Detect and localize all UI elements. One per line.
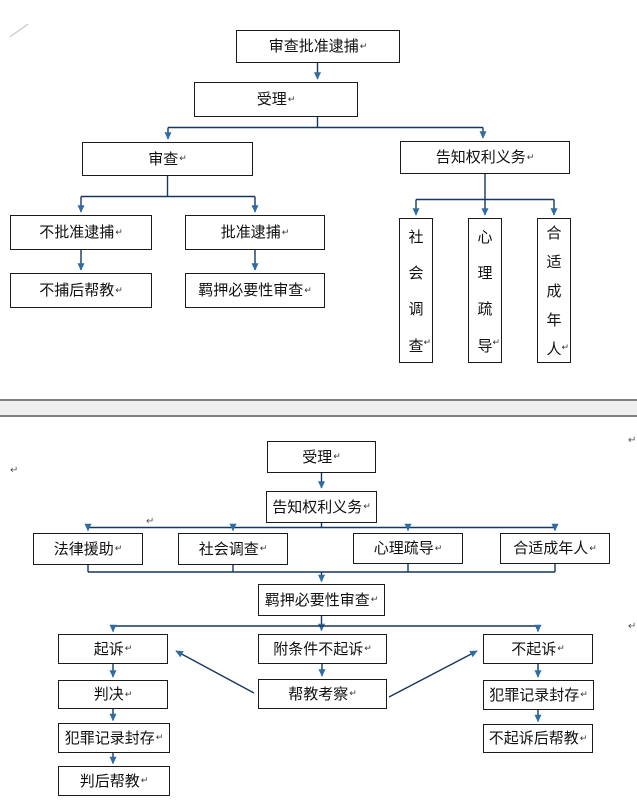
return-mark-icon: ↵ (287, 94, 296, 105)
flow2-node-education-inspection: 帮教考察↵ (258, 679, 387, 709)
page-separator (0, 399, 637, 417)
return-mark-icon: ↵ (124, 689, 133, 700)
node-label: 社 会 调 查 (408, 228, 424, 355)
flow2-node-non-prosecution: 不起诉↵ (483, 634, 593, 664)
flow2-node-legal-aid: 法律援助↵ (33, 533, 143, 565)
node-label: 告知权利义务 (435, 148, 526, 167)
flow2-node-post-judgment-education: 判后帮教↵ (58, 766, 170, 796)
return-mark-icon: ↵ (359, 41, 368, 52)
node-label: 合适成年人 (513, 539, 589, 558)
node-label: 不捕后帮教 (39, 281, 115, 300)
return-mark-icon: ↵ (492, 338, 500, 349)
return-mark-icon: ↵ (589, 543, 597, 554)
node-label: 心理疏导 (373, 539, 434, 558)
flow2-node-inform-rights: 告知权利义务↵ (266, 491, 377, 523)
flow1-node-no-arrest-approval: 不批准逮捕↵ (10, 215, 152, 250)
return-mark-icon: ↵ (363, 502, 371, 513)
flow2-node-criminal-record-sealing-right: 犯罪记录封存↵ (483, 680, 594, 710)
flow2-node-conditional-non-prosecution: 附条件不起诉↵ (258, 634, 387, 664)
flow1-node-appropriate-adult: 合 适 成 年 人↵ (537, 218, 571, 363)
node-label: 羁押必要性审查 (264, 590, 370, 609)
stray-return-mark: ↵ (10, 465, 19, 476)
return-mark-icon: ↵ (364, 644, 372, 655)
flow2-node-psychological-counseling: 心理疏导↵ (353, 533, 463, 564)
flow2-node-detention-necessity-review: 羁押必要性审查↵ (258, 584, 385, 616)
return-mark-icon: ↵ (304, 285, 312, 296)
node-label: 帮教考察 (288, 684, 349, 703)
return-mark-icon: ↵ (561, 343, 569, 354)
node-label: 附条件不起诉 (273, 639, 364, 658)
return-mark-icon: ↵ (580, 690, 588, 701)
flow1-node-arrest-approval: 批准逮捕↵ (185, 215, 325, 250)
node-label: 法律援助 (53, 539, 114, 558)
return-mark-icon: ↵ (281, 227, 290, 238)
node-label: 不批准逮捕 (39, 223, 115, 242)
node-label: 告知权利义务 (272, 497, 363, 516)
node-label: 犯罪记录封存 (489, 685, 580, 704)
flow1-node-acceptance: 受理↵ (194, 82, 358, 117)
node-label: 受理 (256, 90, 287, 109)
flow1-node-review-approval-arrest: 审查批准逮捕↵ (236, 30, 400, 63)
flow2-node-acceptance: 受理↵ (267, 441, 376, 473)
flow2-node-post-nonprosecution-education: 不起诉后帮教↵ (483, 724, 593, 753)
flow1-node-detention-necessity-review: 羁押必要性审查↵ (185, 273, 325, 308)
node-label: 社会调查 (198, 539, 259, 558)
return-mark-icon: ↵ (115, 285, 123, 296)
return-mark-icon: ↵ (115, 227, 123, 238)
return-mark-icon: ↵ (579, 733, 588, 744)
flow2-node-social-investigation: 社会调查↵ (178, 533, 288, 565)
node-label: 心 理 疏 导 (477, 228, 493, 355)
node-label: 批准逮捕 (220, 223, 281, 242)
flow2-node-prosecution: 起诉↵ (58, 634, 168, 664)
return-mark-icon: ↵ (155, 733, 164, 744)
node-label: 审查 (148, 149, 179, 168)
node-label: 不起诉后帮教 (488, 729, 579, 748)
flow1-node-post-nonarrest-education: 不捕后帮教↵ (10, 273, 152, 308)
node-label: 判决 (93, 685, 124, 704)
flow1-node-psychological-counseling: 心 理 疏 导↵ (468, 218, 502, 363)
node-label: 犯罪记录封存 (64, 728, 155, 747)
return-mark-icon: ↵ (423, 338, 431, 349)
return-mark-icon: ↵ (526, 152, 535, 163)
stray-return-mark: ↵ (628, 435, 637, 446)
flow1-node-inform-rights: 告知权利义务↵ (400, 141, 570, 174)
return-mark-icon: ↵ (179, 154, 187, 165)
flow2-node-judgment: 判决↵ (58, 680, 168, 709)
flow2-node-criminal-record-sealing-left: 犯罪记录封存↵ (58, 723, 170, 753)
node-label: 审查批准逮捕 (268, 37, 359, 56)
return-mark-icon: ↵ (349, 689, 357, 700)
flow1-node-social-investigation: 社 会 调 查↵ (399, 218, 433, 363)
return-mark-icon: ↵ (140, 776, 149, 787)
flow2-node-appropriate-adult: 合适成年人↵ (500, 533, 610, 564)
node-label: 起诉 (93, 639, 124, 658)
return-mark-icon: ↵ (114, 544, 123, 555)
return-mark-icon: ↵ (333, 452, 341, 463)
node-label: 合 适 成 年 人 (546, 224, 562, 358)
stray-return-mark: ↵ (146, 516, 155, 527)
stray-return-mark: ↵ (628, 621, 637, 632)
node-label: 受理 (302, 447, 333, 466)
return-mark-icon: ↵ (124, 644, 133, 655)
return-mark-icon: ↵ (434, 543, 443, 554)
node-label: 判后帮教 (79, 771, 140, 790)
return-mark-icon: ↵ (259, 544, 268, 555)
node-label: 羁押必要性审查 (198, 281, 304, 300)
return-mark-icon: ↵ (557, 644, 565, 655)
return-mark-icon: ↵ (370, 595, 379, 606)
node-label: 不起诉 (511, 639, 557, 658)
flow1-node-review: 审查↵ (82, 142, 253, 176)
